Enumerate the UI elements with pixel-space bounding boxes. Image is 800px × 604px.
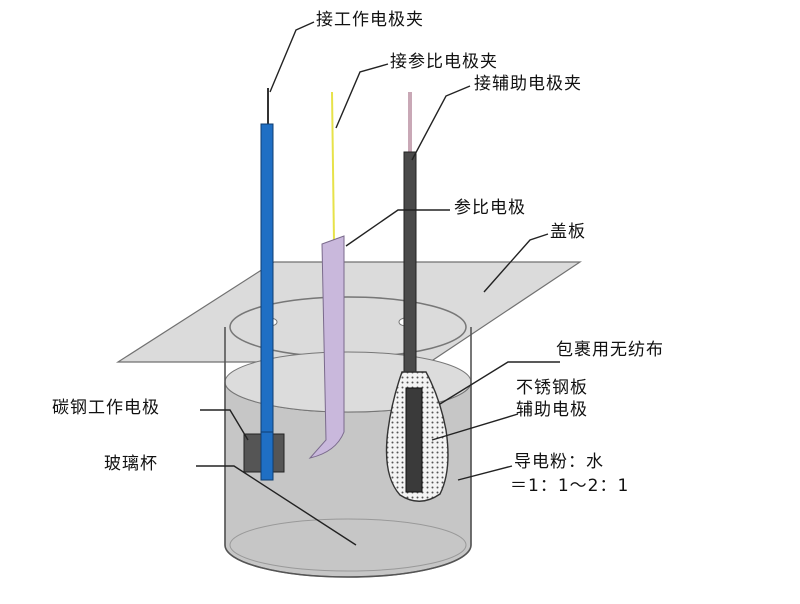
aux-electrode-rod: [403, 151, 417, 393]
label-nonwoven-wrap: 包裹用无纺布: [556, 340, 664, 360]
cover-plate: [115, 261, 582, 363]
ref-wire: [331, 91, 335, 243]
leader-lines: [196, 21, 560, 546]
label-ref-clip: 接参比电极夹: [390, 52, 498, 72]
work-electrode-rod: [260, 123, 274, 481]
label-cover-plate: 盖板: [550, 222, 586, 242]
work-electrode-rod-front: [260, 431, 274, 481]
label-work-clip: 接工作电极夹: [316, 10, 424, 30]
label-glass-beaker: 玻璃杯: [104, 454, 158, 474]
beaker-bottom: [224, 544, 472, 578]
label-carbon-steel-work: 碳钢工作电极: [52, 398, 160, 418]
label-aux-clip: 接辅助电极夹: [474, 74, 582, 94]
ref-electrode-rod: [308, 235, 345, 459]
label-ref-electrode: 参比电极: [454, 198, 526, 218]
label-aux-electrode: 辅助电极: [516, 400, 588, 420]
label-powder-ratio: 导电粉：水: [514, 452, 604, 472]
label-powder-ratio-values: ＝1：1～2：1: [510, 476, 630, 496]
beaker-bottom-inner: [229, 518, 467, 572]
label-stainless-plate: 不锈钢板: [516, 378, 588, 398]
stainless-steel-plate: [405, 387, 423, 493]
